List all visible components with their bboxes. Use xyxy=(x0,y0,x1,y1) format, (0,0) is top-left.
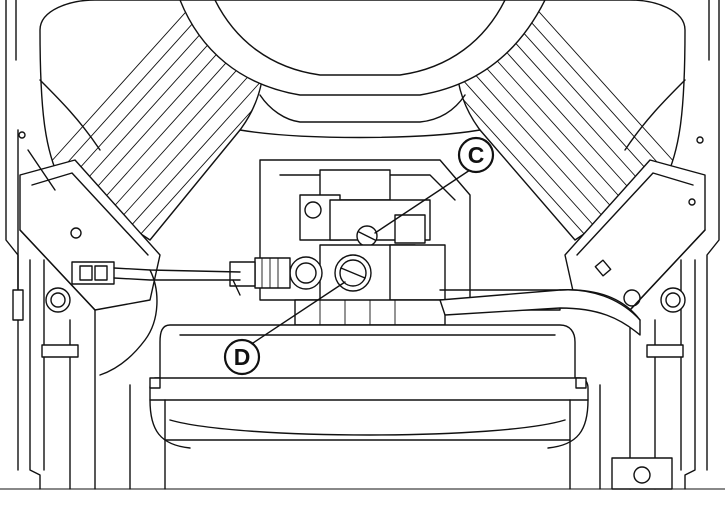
fuel-hose xyxy=(439,289,641,336)
left-clip xyxy=(18,131,26,139)
center-assembly xyxy=(229,159,561,326)
blower-housing xyxy=(179,0,546,139)
right-frame xyxy=(611,0,720,490)
left-valve-cover xyxy=(19,159,161,311)
callout-d: D xyxy=(223,338,261,376)
left-frame xyxy=(5,0,96,490)
callout-c: C xyxy=(457,136,495,174)
right-clip xyxy=(696,136,704,144)
callout-c-leader xyxy=(374,167,474,234)
wire-harness xyxy=(12,129,241,376)
left-cylinder xyxy=(39,0,265,241)
air-cleaner-base xyxy=(129,324,601,490)
callout-d-label: D xyxy=(234,344,251,370)
callout-c-label: C xyxy=(468,142,485,168)
callout-d-leader xyxy=(249,281,346,346)
left-wire xyxy=(27,149,56,191)
